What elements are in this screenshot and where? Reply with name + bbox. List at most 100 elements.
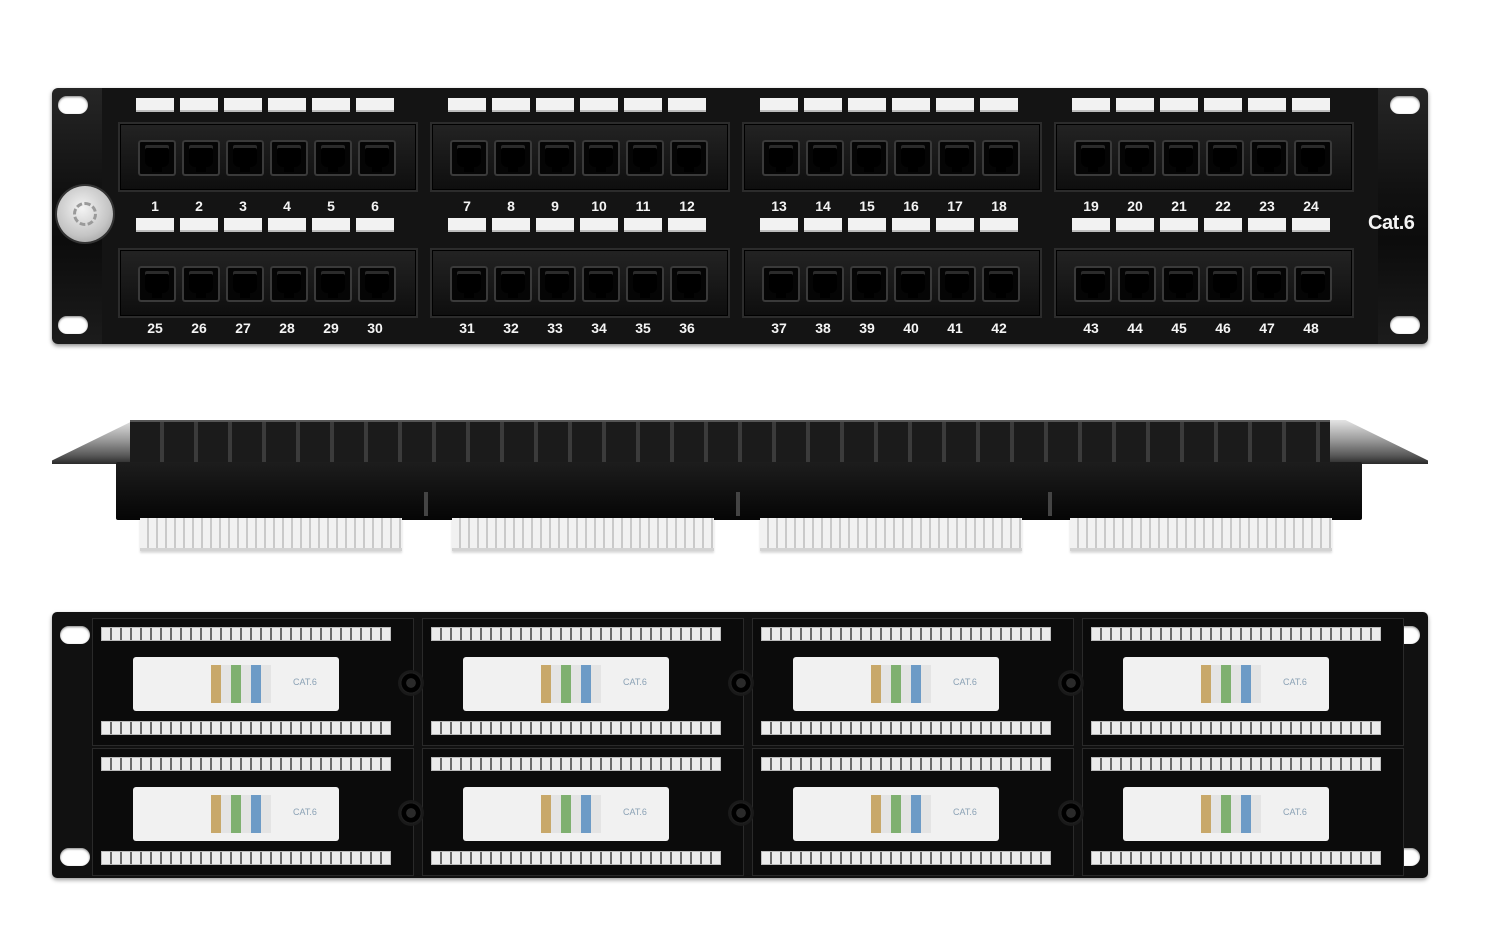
wiring-sticker: CAT.6 [133, 657, 339, 711]
port-number: 38 [815, 320, 831, 336]
port-label-card [1204, 98, 1242, 112]
rj45-port-icon [270, 266, 308, 302]
punchdown-module: CAT.6 [1082, 748, 1404, 876]
port-number: 5 [327, 198, 335, 214]
category-label: Cat.6 [1368, 212, 1415, 234]
jack-module [1054, 122, 1354, 192]
rj45-port-icon [1294, 266, 1332, 302]
rj45-port-icon [450, 266, 488, 302]
port-label-card [848, 218, 886, 232]
rj45-port-icon [314, 140, 352, 176]
rj45-port-icon [358, 266, 396, 302]
rj45-port-icon [762, 140, 800, 176]
rj45-port-icon [182, 266, 220, 302]
wiring-sticker: CAT.6 [793, 787, 999, 841]
rj45-port-icon [494, 266, 532, 302]
port-label-strip [760, 218, 1018, 232]
rj45-port-icon [494, 140, 532, 176]
punchdown-block [101, 721, 391, 735]
port-number: 7 [463, 198, 471, 214]
port-number: 3 [239, 198, 247, 214]
port-number: 26 [191, 320, 207, 336]
port-number: 47 [1259, 320, 1275, 336]
port-label-card [624, 218, 662, 232]
port-label-card [180, 98, 218, 112]
port-number: 12 [679, 198, 695, 214]
port-label-card [356, 98, 394, 112]
rj45-port-icon [1118, 140, 1156, 176]
module-category-label: CAT.6 [1283, 807, 1307, 817]
rj45-port-icon [894, 266, 932, 302]
port-label-card [668, 98, 706, 112]
side-view-body [116, 462, 1362, 520]
port-number: 32 [503, 320, 519, 336]
port-number: 37 [771, 320, 787, 336]
color-code-chart [541, 795, 601, 833]
punchdown-module: CAT.6 [422, 618, 744, 746]
wiring-sticker: CAT.6 [1123, 657, 1329, 711]
punchdown-block [431, 757, 721, 771]
port-number: 10 [591, 198, 607, 214]
port-label-strip [1072, 218, 1330, 232]
color-code-chart [211, 665, 271, 703]
rj45-port-icon [226, 140, 264, 176]
port-number: 24 [1303, 198, 1319, 214]
color-code-chart [211, 795, 271, 833]
punchdown-module: CAT.6 [422, 748, 744, 876]
port-number: 22 [1215, 198, 1231, 214]
port-label-card [580, 98, 618, 112]
screw-icon [730, 802, 752, 824]
rj45-port-icon [450, 140, 488, 176]
rj45-port-icon [1074, 266, 1112, 302]
port-label-card [848, 98, 886, 112]
color-code-chart [541, 665, 601, 703]
jack-module [118, 248, 418, 318]
port-label-card [936, 218, 974, 232]
rj45-port-icon [1074, 140, 1112, 176]
port-label-card [448, 98, 486, 112]
wiring-sticker: CAT.6 [793, 657, 999, 711]
rj45-port-icon [806, 140, 844, 176]
port-label-card [804, 98, 842, 112]
module-seam [1048, 492, 1052, 516]
port-label-card [804, 218, 842, 232]
screw-icon [400, 802, 422, 824]
port-label-card [1248, 218, 1286, 232]
color-code-chart [1201, 665, 1261, 703]
port-number: 48 [1303, 320, 1319, 336]
rj45-port-icon [582, 140, 620, 176]
punchdown-block [761, 627, 1051, 641]
port-label-strip [760, 98, 1018, 112]
punchdown-block [431, 627, 721, 641]
idc-connector-strip [1070, 518, 1332, 551]
wiring-sticker: CAT.6 [463, 657, 669, 711]
port-number: 14 [815, 198, 831, 214]
port-number: 28 [279, 320, 295, 336]
rj45-port-icon [1118, 266, 1156, 302]
screw-icon [730, 672, 752, 694]
rj45-port-icon [982, 266, 1020, 302]
port-number: 9 [551, 198, 559, 214]
rj45-port-icon [806, 266, 844, 302]
port-number: 18 [991, 198, 1007, 214]
rj45-port-icon [1294, 140, 1332, 176]
port-number: 33 [547, 320, 563, 336]
port-number: 42 [991, 320, 1007, 336]
module-category-label: CAT.6 [953, 677, 977, 687]
jack-module [742, 248, 1042, 318]
rj45-port-icon [538, 266, 576, 302]
port-label-card [356, 218, 394, 232]
punchdown-block [101, 627, 391, 641]
port-number: 40 [903, 320, 919, 336]
port-number: 39 [859, 320, 875, 336]
rj45-port-icon [850, 140, 888, 176]
mount-hole [1390, 96, 1420, 114]
jack-module [742, 122, 1042, 192]
port-label-card [312, 218, 350, 232]
rj45-port-icon [626, 140, 664, 176]
port-label-card [268, 218, 306, 232]
punchdown-block [1091, 721, 1381, 735]
port-label-card [580, 218, 618, 232]
rj45-port-icon [1162, 140, 1200, 176]
